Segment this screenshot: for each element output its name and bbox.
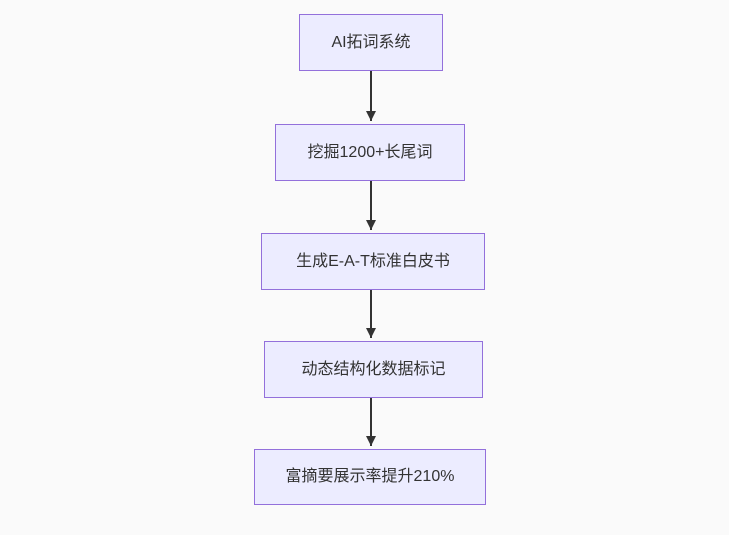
flow-node-longtail-mining: 挖掘1200+长尾词: [275, 124, 465, 181]
flow-node-label: 动态结构化数据标记: [301, 360, 446, 378]
flow-node-eat-whitepaper: 生成E-A-T标准白皮书: [261, 233, 485, 290]
flow-node-structured-data-markup: 动态结构化数据标记: [264, 341, 483, 398]
flow-node-label: 富摘要展示率提升210%: [285, 468, 455, 485]
flow-node-label: AI拓词系统: [331, 33, 411, 51]
flow-node-label: 挖掘1200+长尾词: [307, 143, 433, 161]
flow-node-ai-word-expansion: AI拓词系统: [299, 14, 443, 71]
flow-node-rich-snippet-result: 富摘要展示率提升210%: [254, 449, 486, 505]
flow-node-label: 生成E-A-T标准白皮书: [296, 252, 450, 270]
